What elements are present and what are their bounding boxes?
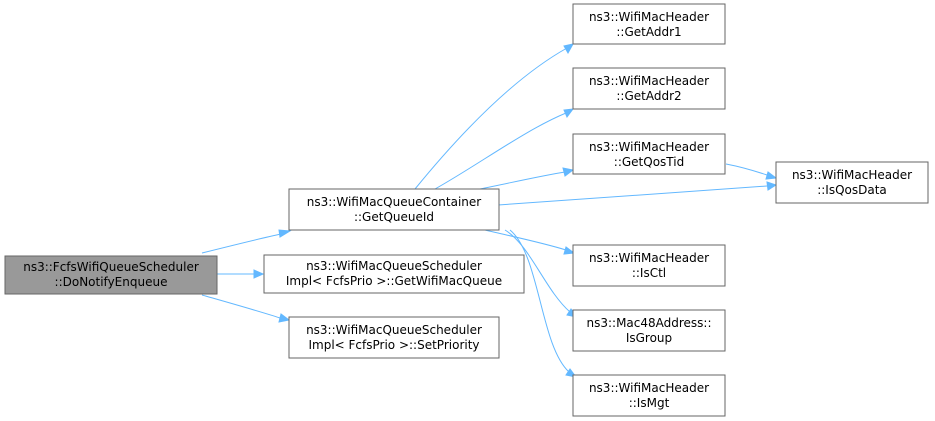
node-get-wifi-mac-queue[interactable]: ns3::WifiMacQueueScheduler Impl< FcfsPri… [263,254,525,294]
node-label-line2: ::IsMgt [629,396,670,410]
edge-arrowhead [563,108,575,118]
edge-arrowhead [278,313,291,323]
edge-arrowhead [563,246,576,255]
node-label-line2: ::GetAddr1 [616,25,681,39]
node-label-line1: ns3::WifiMacQueueContainer [307,195,482,209]
node-label-line2: Impl< FcfsPrio >::GetWifiMacQueue [286,274,502,288]
edge-donotify-setpriority [201,294,281,319]
node-label-line1: ns3::WifiMacQueueScheduler [306,323,482,337]
node-get-addr2[interactable]: ns3::WifiMacHeader ::GetAddr2 [572,67,726,110]
edge-arrowhead [278,229,292,238]
node-label-line2: ::GetQueueId [354,210,434,224]
node-fcfs-do-notify-enqueue[interactable]: ns3::FcfsWifiQueueScheduler ::DoNotifyEn… [4,255,218,295]
edge-getqueueid-isgroup [504,229,571,313]
edge-arrowhead [562,167,575,177]
node-label-line2: ::DoNotifyEnqueue [55,275,168,289]
node-get-addr1[interactable]: ns3::WifiMacHeader ::GetAddr1 [572,3,726,45]
node-is-mgt[interactable]: ns3::WifiMacHeader ::IsMgt [572,374,726,417]
node-label-line1: ns3::WifiMacHeader [589,251,709,265]
edge-getqueueid-isqosdata [497,185,768,206]
edge-arrowhead [253,269,265,279]
edges [201,43,778,378]
edge-getqueueid-ismgt [509,229,570,373]
node-label-line2: Impl< FcfsPrio >::SetPriority [308,338,479,352]
node-label-line1: ns3::Mac48Address:: [586,316,711,330]
node-label-line1: ns3::WifiMacHeader [589,140,709,154]
edge-getqostid-isqosdata [725,163,768,176]
edge-arrowhead [563,43,574,55]
node-is-group[interactable]: ns3::Mac48Address:: IsGroup [572,309,726,352]
edge-donotify-getqueueid [201,233,282,254]
node-get-qos-tid[interactable]: ns3::WifiMacHeader ::GetQosTid [572,133,726,175]
edge-arrowhead [766,181,778,191]
node-label-line1: ns3::WifiMacHeader [589,10,709,24]
edge-getqueueid-getqostid [479,171,566,190]
node-label-line1: ns3::WifiMacHeader [792,168,912,182]
node-label-line1: ns3::WifiMacQueueScheduler [306,259,482,273]
node-label-line2: ::GetAddr2 [616,89,681,103]
edge-getqueueid-isctl [484,229,567,251]
node-label-line2: ::IsCtl [632,266,666,280]
edge-getqueueid-getaddr1 [414,47,568,190]
node-label-line1: ns3::WifiMacHeader [589,74,709,88]
node-label-line2: IsGroup [626,331,672,345]
edge-arrowhead [765,171,778,180]
node-is-ctl[interactable]: ns3::WifiMacHeader ::IsCtl [572,244,726,287]
edge-getqueueid-getaddr2 [434,112,567,190]
node-is-qos-data[interactable]: ns3::WifiMacHeader ::IsQosData [775,161,929,204]
node-label-line2: ::GetQosTid [614,155,684,169]
node-label-line1: ns3::FcfsWifiQueueScheduler [23,260,199,274]
node-set-priority[interactable]: ns3::WifiMacQueueScheduler Impl< FcfsPri… [288,316,500,359]
node-label-line1: ns3::WifiMacHeader [589,381,709,395]
node-label-line2: ::IsQosData [817,183,887,197]
node-get-queue-id[interactable]: ns3::WifiMacQueueContainer ::GetQueueId [288,188,500,231]
